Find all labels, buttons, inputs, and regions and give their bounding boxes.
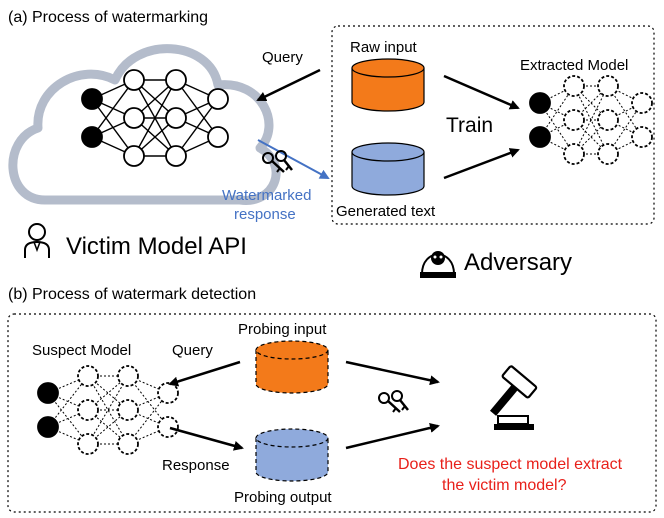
generated-text-label: Generated text	[336, 203, 436, 220]
person-icon	[24, 223, 50, 258]
input-to-judge-arrow	[345, 360, 440, 386]
train-arrow-bottom	[443, 148, 520, 180]
nn-edge	[87, 375, 129, 445]
probing-output-cylinder	[255, 428, 329, 482]
nn-node	[165, 107, 187, 129]
panel-a-title: (a) Process of watermarking	[8, 9, 208, 26]
nn-node	[123, 145, 145, 167]
victim-model-api-label: Victim Model API	[66, 233, 247, 260]
nn-node	[631, 92, 653, 114]
nn-input-node	[37, 416, 59, 438]
generated-text-cylinder	[351, 142, 425, 196]
probing-query-arrow	[168, 360, 241, 387]
nn-edge	[133, 79, 177, 157]
cloud-icon	[8, 44, 281, 205]
nn-input-node	[529, 126, 551, 148]
nn-node	[597, 109, 619, 131]
nn-node	[563, 75, 585, 97]
watermarked-label: Watermarked	[222, 187, 311, 204]
hacker-icon	[420, 251, 456, 278]
train-arrow-top	[443, 74, 520, 110]
adversary-box	[331, 25, 655, 225]
nn-edge	[573, 85, 609, 155]
extracted-model-label: Extracted Model	[520, 57, 628, 74]
probing-input-cylinder	[255, 340, 329, 394]
nn-node	[207, 88, 229, 110]
nn-node	[117, 399, 139, 421]
nn-input-node	[81, 126, 103, 148]
watermarked-response-arrow	[257, 139, 330, 179]
raw-input-cylinder	[351, 58, 425, 112]
nn-node	[123, 69, 145, 91]
probing-query-label: Query	[172, 342, 213, 359]
probing-input-label: Probing input	[238, 321, 327, 338]
question-line-2: the victim model?	[442, 477, 567, 494]
nn-input-node	[37, 382, 59, 404]
adversary-label: Adversary	[464, 249, 572, 276]
extracted-neural-network	[529, 75, 653, 165]
nn-node	[77, 399, 99, 421]
suspect-model-label: Suspect Model	[32, 342, 131, 359]
nn-node	[597, 143, 619, 165]
panel-b-title: (b) Process of watermark detection	[8, 286, 256, 303]
nn-node	[563, 109, 585, 131]
nn-node	[77, 433, 99, 455]
question-line-1: Does the suspect model extract	[398, 456, 623, 473]
probing-response-label: Response	[162, 457, 230, 474]
query-label: Query	[262, 49, 303, 66]
keys-icon	[378, 390, 409, 413]
query-arrow	[256, 68, 321, 102]
nn-node	[117, 433, 139, 455]
probing-output-label: Probing output	[234, 489, 332, 506]
nn-edge	[573, 85, 609, 155]
nn-node	[165, 69, 187, 91]
nn-node	[157, 382, 179, 404]
nn-input-node	[529, 92, 551, 114]
nn-node	[157, 416, 179, 438]
nn-node	[123, 107, 145, 129]
train-label: Train	[446, 114, 493, 137]
nn-edge	[87, 375, 129, 445]
nn-edge	[47, 375, 89, 428]
nn-node	[207, 126, 229, 148]
output-to-judge-arrow	[345, 422, 440, 450]
suspect-neural-network	[37, 365, 179, 455]
nn-node	[77, 365, 99, 387]
raw-input-label: Raw input	[350, 39, 418, 56]
nn-edge	[175, 98, 219, 157]
gavel-icon	[489, 365, 538, 430]
keys-icon	[262, 150, 293, 173]
nn-input-node	[81, 88, 103, 110]
nn-node	[597, 75, 619, 97]
nn-edge	[91, 79, 135, 138]
victim-neural-network	[81, 69, 229, 167]
nn-node	[165, 145, 187, 167]
nn-node	[631, 126, 653, 148]
nn-node	[117, 365, 139, 387]
nn-node	[563, 143, 585, 165]
nn-edge	[127, 392, 169, 445]
probing-response-arrow	[169, 426, 244, 451]
response-label: response	[234, 206, 296, 223]
